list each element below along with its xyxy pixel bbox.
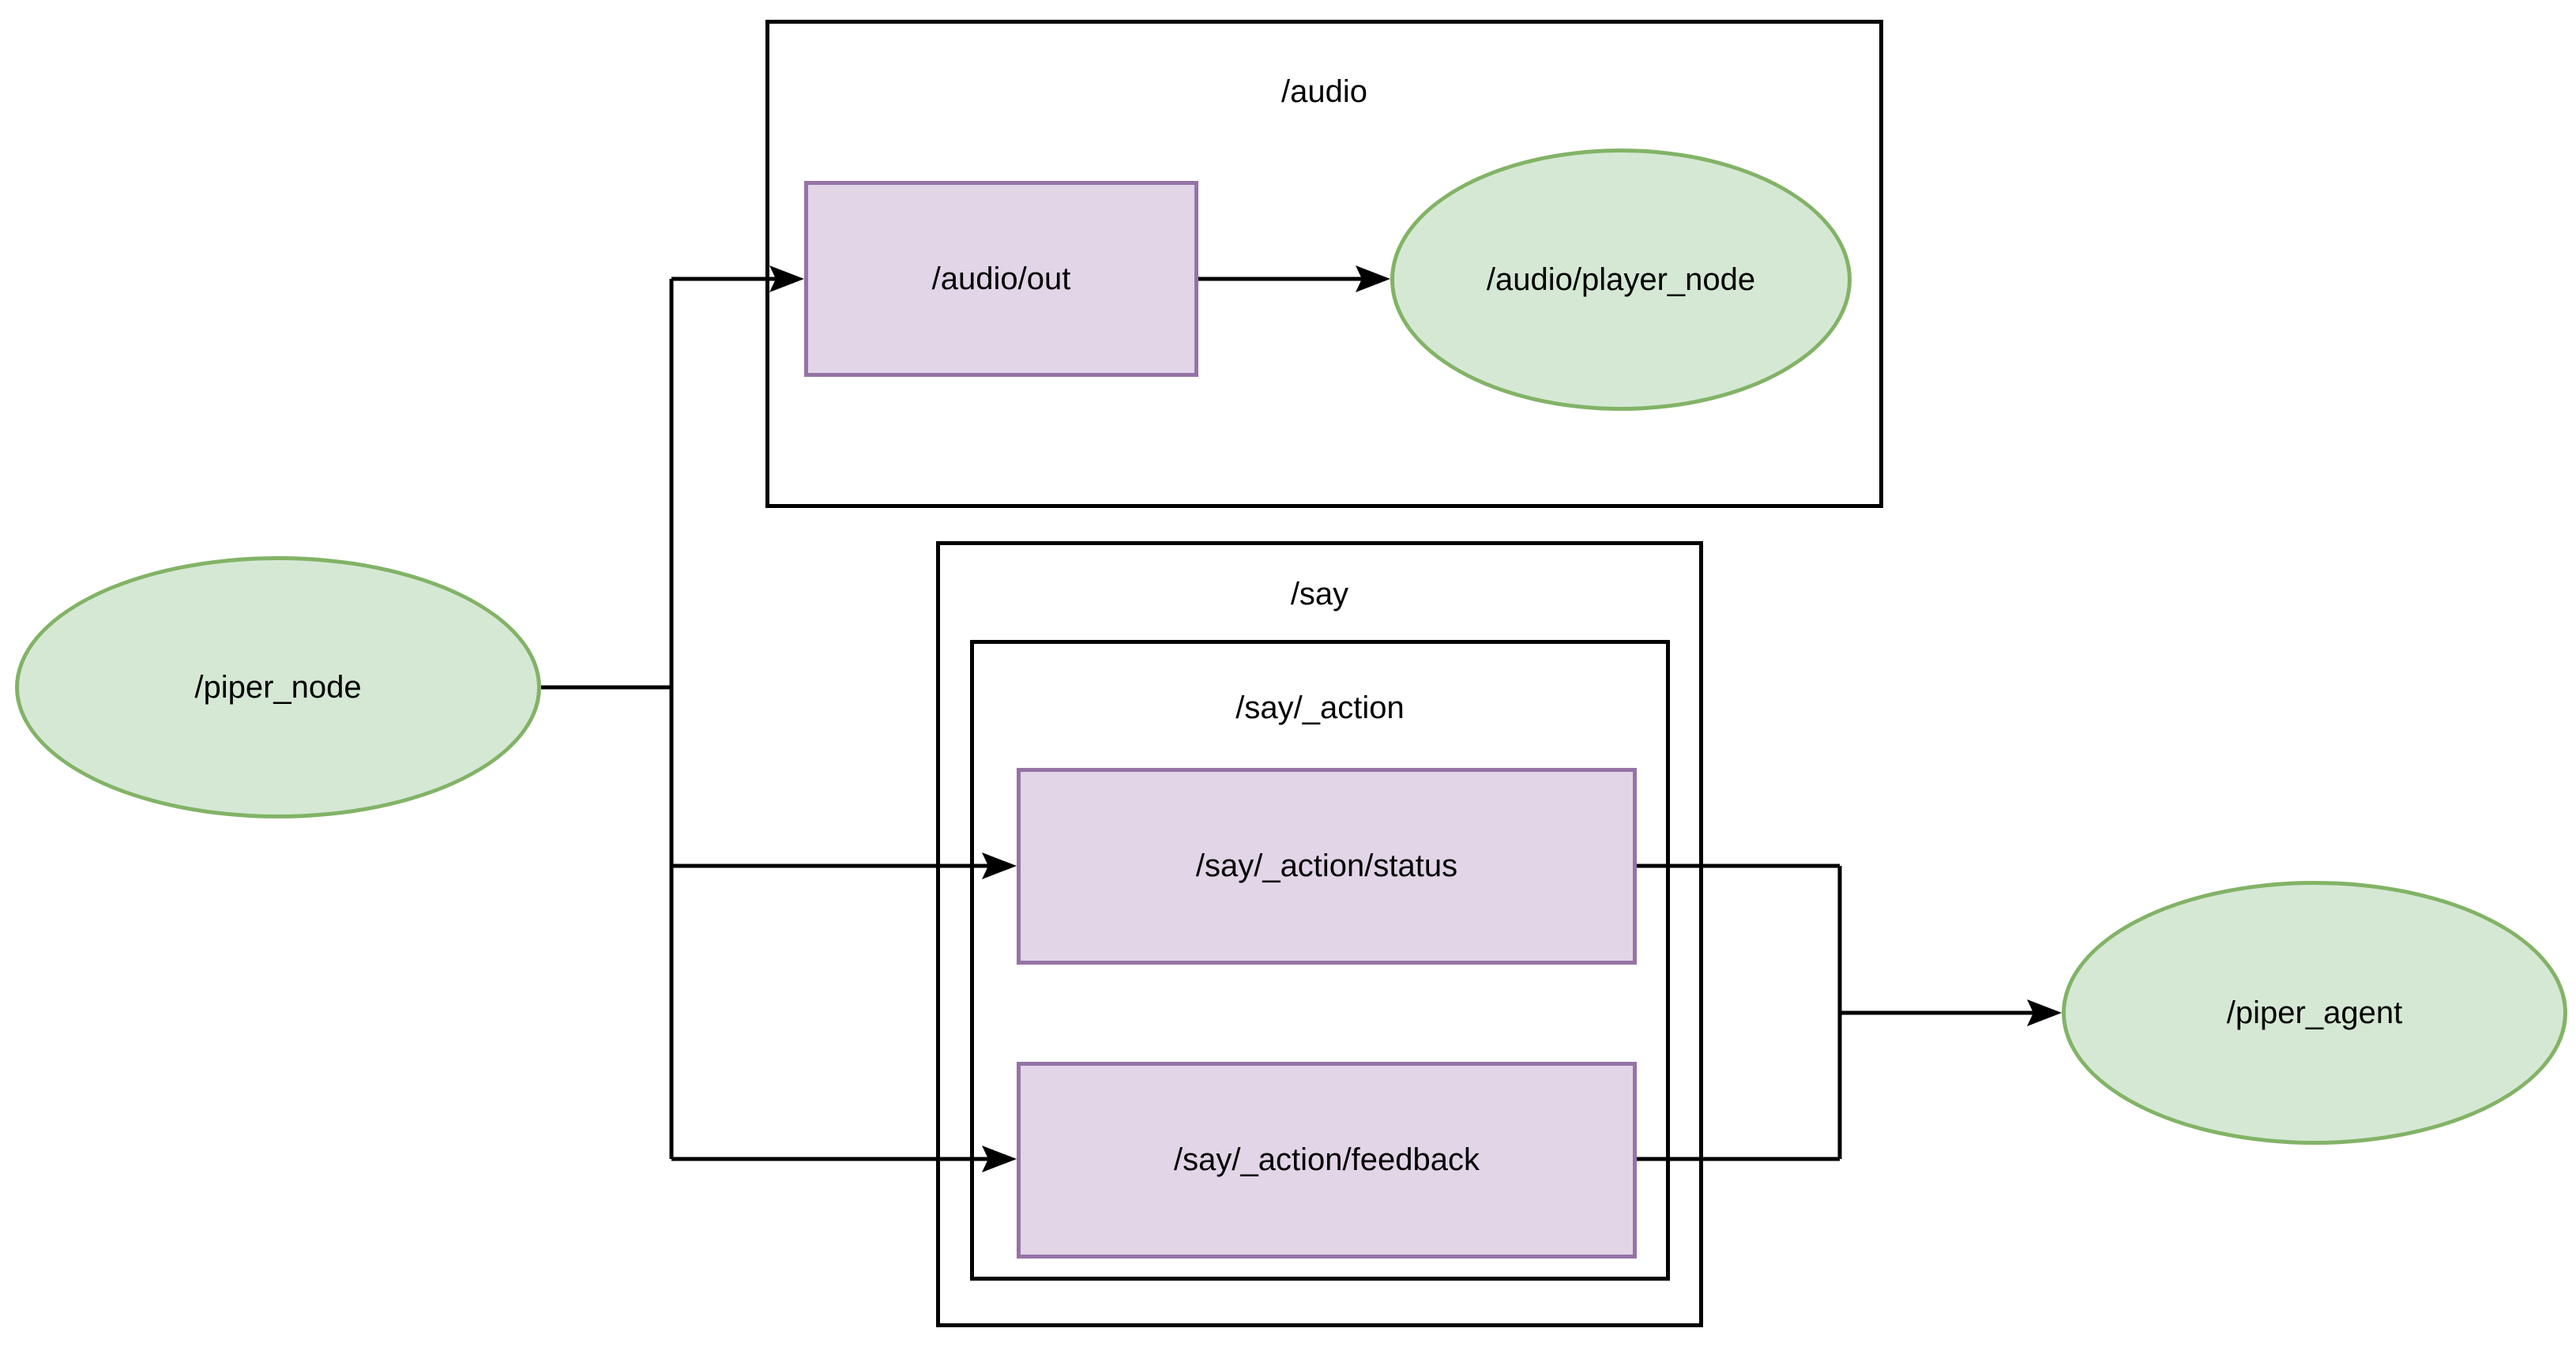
topic-say-action-feedback: /say/_action/feedback xyxy=(1017,1062,1637,1259)
topic-say-action-status-label: /say/_action/status xyxy=(1195,848,1458,883)
node-piper-agent-label: /piper_agent xyxy=(2226,995,2403,1030)
node-piper-node-label: /piper_node xyxy=(194,669,362,705)
node-audio-player-node-label: /audio/player_node xyxy=(1486,261,1756,297)
container-audio: /audio xyxy=(765,20,1883,508)
container-say: /say xyxy=(936,541,1703,1327)
topic-audio-out: /audio/out xyxy=(804,181,1198,377)
container-audio-label: /audio xyxy=(1281,74,1367,109)
topic-audio-out-label: /audio/out xyxy=(931,261,1071,296)
container-say-action: /say/_action xyxy=(970,640,1670,1281)
node-piper-agent: /piper_agent xyxy=(2062,881,2567,1145)
node-piper-node: /piper_node xyxy=(15,556,541,818)
topic-say-action-feedback-label: /say/_action/feedback xyxy=(1174,1142,1480,1177)
arrowhead-piper-agent-icon xyxy=(2027,999,2062,1026)
topic-say-action-status: /say/_action/status xyxy=(1017,768,1637,965)
node-audio-player-node: /audio/player_node xyxy=(1390,149,1852,411)
container-say-label: /say xyxy=(1290,577,1349,611)
container-say-action-label: /say/_action xyxy=(1235,690,1405,725)
